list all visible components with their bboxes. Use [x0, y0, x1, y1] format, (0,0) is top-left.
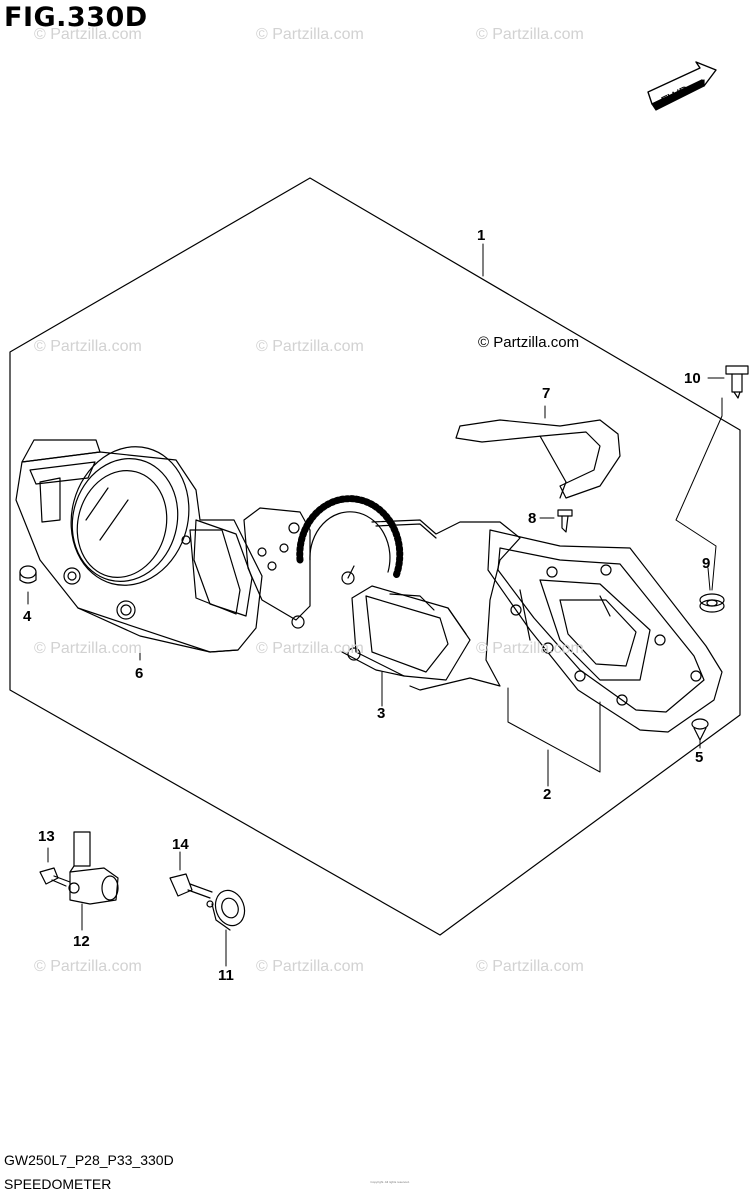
- callout-7: 7: [542, 385, 551, 402]
- watermark: © Partzilla.com: [34, 26, 142, 43]
- figure-title: FIG.330D: [4, 2, 148, 33]
- watermark: © Partzilla.com: [34, 338, 142, 355]
- watermark: © Partzilla.com: [256, 958, 364, 975]
- diagram-code: GW250L7_P28_P33_330D: [4, 1152, 174, 1168]
- callout-6: 6: [135, 665, 144, 682]
- callout-9: 9: [702, 555, 711, 572]
- callout-8: 8: [528, 510, 537, 527]
- callout-13: 13: [38, 828, 55, 845]
- callout-11: 11: [218, 967, 234, 984]
- meter-frame-part-2: [371, 519, 723, 733]
- callout-3: 3: [377, 705, 386, 722]
- callout-5: 5: [695, 749, 704, 766]
- visor-part-7: [455, 419, 621, 499]
- meter-case-part-6: [15, 439, 263, 653]
- callout-12: 12: [73, 933, 90, 950]
- collar-part-11: [206, 889, 246, 931]
- callout-10: 10: [684, 370, 701, 387]
- assembly-outline: [9, 177, 741, 936]
- callout-1: 1: [477, 227, 486, 244]
- watermark: © Partzilla.com: [34, 640, 142, 657]
- grommet-part-9: [699, 593, 725, 613]
- bolt-part-13: [39, 867, 71, 887]
- bolt-part-10: [725, 365, 749, 399]
- screw-part-8: [557, 509, 573, 533]
- watermark: © Partzilla.com: [476, 958, 584, 975]
- callout-14: 14: [172, 836, 189, 853]
- watermark: © Partzilla.com: [256, 26, 364, 43]
- watermark: © Partzilla.com: [476, 26, 584, 43]
- leader-lines: [27, 243, 725, 967]
- callout-2: 2: [543, 786, 552, 803]
- watermark: © Partzilla.com: [476, 640, 584, 657]
- bolt-part-14: [169, 873, 213, 899]
- watermark: © Partzilla.com: [256, 338, 364, 355]
- speed-sensor-part-12: [68, 831, 119, 905]
- watermark: © Partzilla.com: [34, 958, 142, 975]
- fwd-arrow-icon: [647, 61, 717, 111]
- watermark: © Partzilla.com: [256, 640, 364, 657]
- watermark-main: © Partzilla.com: [478, 334, 580, 351]
- diagram-name: SPEEDOMETER: [4, 1176, 112, 1192]
- meter-assembly-part-3: [243, 495, 471, 681]
- screw-part-5: [691, 718, 709, 741]
- copyright-fine-print: Copyright. All rights reserved.: [370, 1180, 410, 1184]
- cushion-part-4: [19, 565, 37, 584]
- callout-4: 4: [23, 608, 32, 625]
